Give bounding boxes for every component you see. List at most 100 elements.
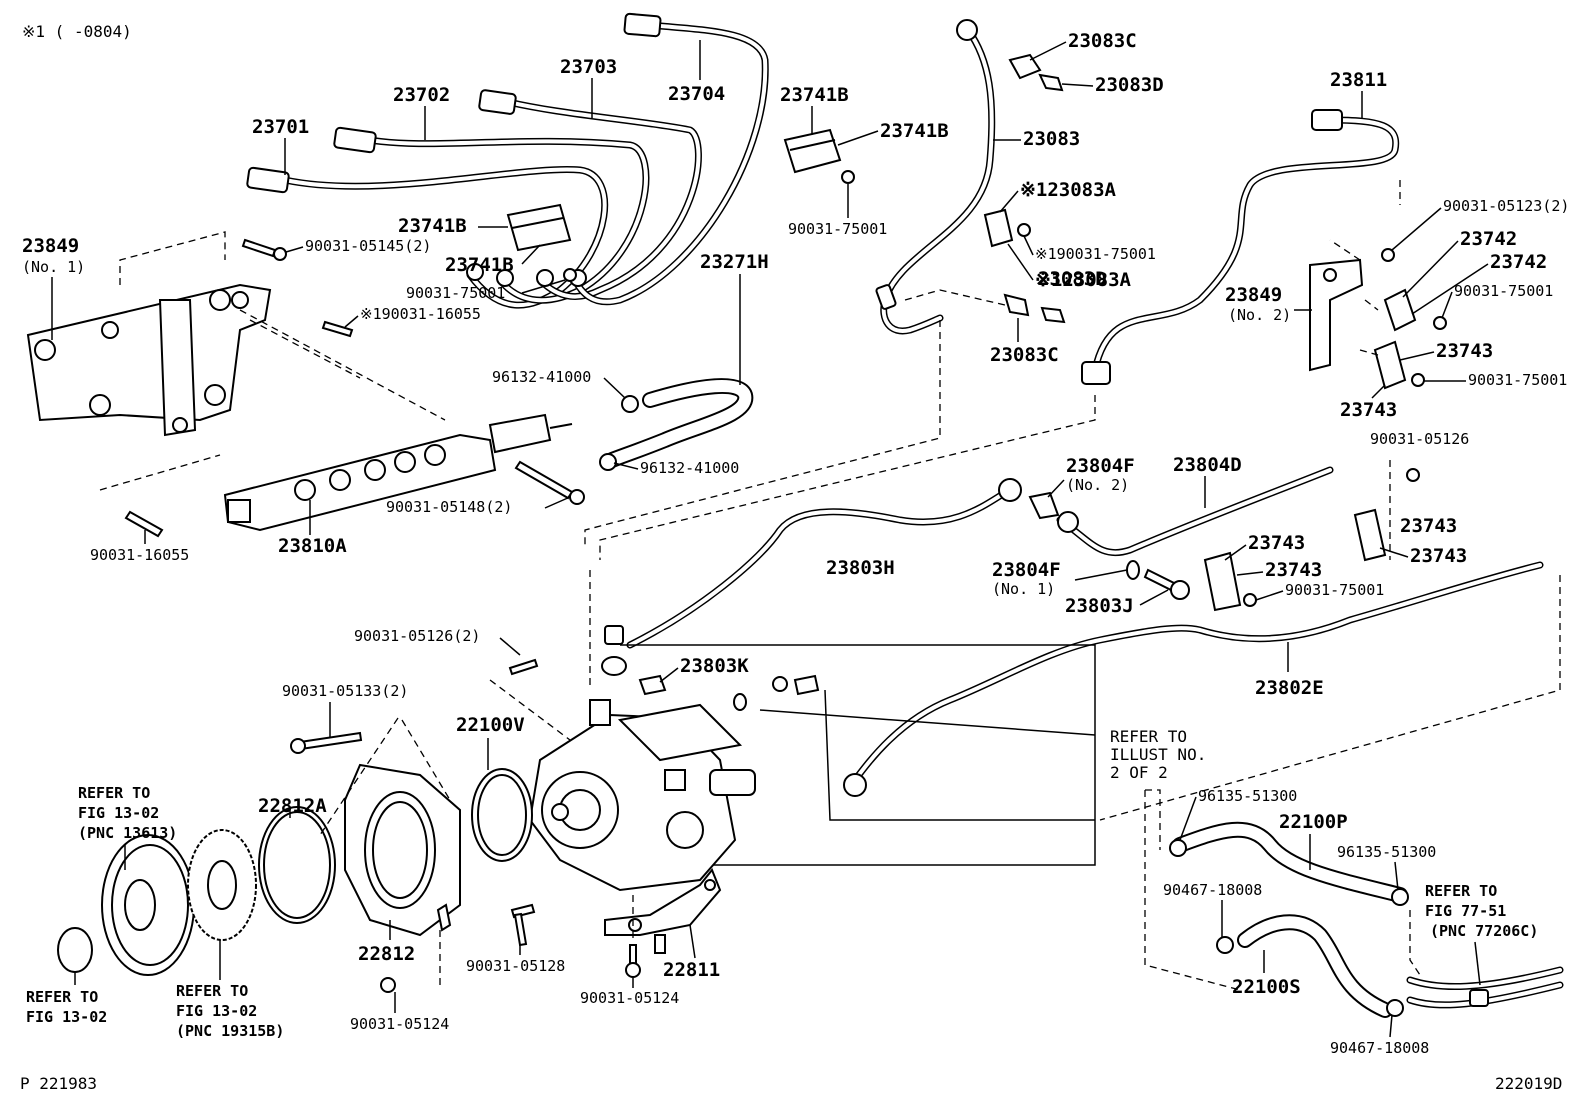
refer-fig77-line1: REFER TO <box>1425 882 1497 900</box>
label-22100s: 22100S <box>1232 976 1301 998</box>
label-23741b-b: 23741B <box>880 120 949 142</box>
label-23083c-b: 23083C <box>990 344 1059 366</box>
label-23804d: 23804D <box>1173 454 1242 476</box>
refer-fig77-line2: FIG 77-51 <box>1425 902 1506 920</box>
footer-left-code: P 221983 <box>20 1074 97 1093</box>
label-23083: 23083 <box>1023 128 1080 150</box>
label-90031-75001-d: 90031-75001 <box>1454 282 1553 300</box>
label-23849-no1: 23849 <box>22 235 79 257</box>
label-23742-b: 23742 <box>1490 251 1547 273</box>
label-90031-05148: 90031-05148(2) <box>386 498 512 516</box>
label-90031-05128: 90031-05128 <box>466 957 565 975</box>
hose-22100p <box>1172 821 1408 903</box>
label-23743-f: 23743 <box>1265 559 1322 581</box>
label-90031-05126-a: 90031-05126 <box>1370 430 1469 448</box>
label-22100v: 22100V <box>456 714 525 736</box>
label-90031-05124-a: 90031-05124 <box>350 1015 449 1033</box>
bracket-22811 <box>604 868 722 954</box>
label-23704: 23704 <box>668 83 725 105</box>
bracket-23849-no1 <box>26 283 272 437</box>
adapter-22812 <box>344 763 461 937</box>
pipe-23804d <box>1056 466 1334 557</box>
label-23741b-d: 23741B <box>445 254 514 276</box>
label-22812a: 22812A <box>258 795 327 817</box>
label-23802e: 23802E <box>1255 677 1324 699</box>
label-22811: 22811 <box>663 959 720 981</box>
label-90031-05124-b: 90031-05124 <box>580 989 679 1007</box>
label-23083a-b: ※123083A <box>1035 269 1132 291</box>
footer-right-code: 222019D <box>1495 1074 1562 1093</box>
refer-fig13-a-line2: FIG 13-02 <box>26 1008 107 1026</box>
label-90031-05145: 90031-05145(2) <box>305 237 431 255</box>
header-note: ※1 ( -0804) <box>22 22 132 41</box>
label-96132-41000-b: 96132-41000 <box>640 459 739 477</box>
clamp-23741b-lower <box>506 203 577 282</box>
label-23803k: 23803K <box>680 655 749 677</box>
gear-13613 <box>101 834 195 976</box>
label-90467-18008-a: 90467-18008 <box>1163 881 1262 899</box>
label-90031-75001-c: ※190031-75001 <box>1035 245 1156 263</box>
label-23083d-a: 23083D <box>1095 74 1164 96</box>
refer-fig13-19315-line1: REFER TO <box>176 982 248 1000</box>
label-23804f-no2: 23804F <box>1066 455 1135 477</box>
label-90031-16055-a: ※190031-16055 <box>360 305 481 323</box>
label-23741b-c: 23741B <box>398 215 467 237</box>
label-23804f-no2-sub: (No. 2) <box>1066 476 1129 494</box>
fuel-lines-77206c <box>1406 966 1564 1009</box>
label-90031-16055-b: 90031-16055 <box>90 546 189 564</box>
bracket-23849-no2 <box>1309 258 1364 372</box>
label-23743-e: 23743 <box>1248 532 1305 554</box>
label-90031-75001-e: 90031-75001 <box>1468 371 1567 389</box>
label-96135-51300-b: 96135-51300 <box>1337 843 1436 861</box>
label-23743-a: 23743 <box>1436 340 1493 362</box>
label-22100p: 22100P <box>1279 811 1348 833</box>
label-22812: 22812 <box>358 943 415 965</box>
label-23849-no2: 23849 <box>1225 284 1282 306</box>
label-90031-05126-b: 90031-05126(2) <box>354 627 480 645</box>
label-23703: 23703 <box>560 56 617 78</box>
common-rail-23810a <box>223 413 573 532</box>
label-23083d-b: 23083D <box>1038 268 1107 290</box>
pipe-23811 <box>1081 109 1400 385</box>
label-90031-75001-a: 90031-75001 <box>788 220 887 238</box>
refer-fig13-13613-line1: REFER TO <box>78 784 150 802</box>
label-96132-41000-a: 96132-41000 <box>492 368 591 386</box>
label-90031-75001-f: 90031-75001 <box>1285 581 1384 599</box>
label-23743-b: 23743 <box>1340 399 1397 421</box>
label-90031-05133: 90031-05133(2) <box>282 682 408 700</box>
refer-illust-line2: ILLUST NO. <box>1110 745 1206 764</box>
label-23803h: 23803H <box>826 557 895 579</box>
refer-illust-line1: REFER TO <box>1110 727 1187 746</box>
refer-fig13-19315-line2: FIG 13-02 <box>176 1002 257 1020</box>
refer-illust-line3: 2 OF 2 <box>1110 763 1168 782</box>
label-23741b-a: 23741B <box>780 84 849 106</box>
label-23083a-a: ※123083A <box>1020 179 1117 201</box>
supply-pump <box>528 699 756 892</box>
pipe-23803h <box>626 478 1022 649</box>
clamp-23741b-upper <box>783 128 855 184</box>
label-23271h: 23271H <box>700 251 769 273</box>
hose-22100s <box>1237 914 1393 1018</box>
label-23743-d: 23743 <box>1410 545 1467 567</box>
label-23811: 23811 <box>1330 69 1387 91</box>
label-23702: 23702 <box>393 84 450 106</box>
label-23849-no2-sub: (No. 2) <box>1228 306 1291 324</box>
label-23742-a: 23742 <box>1460 228 1517 250</box>
label-23804f-no1: 23804F <box>992 559 1061 581</box>
label-23803j: 23803J <box>1065 595 1134 617</box>
refer-fig13-a-line1: REFER TO <box>26 988 98 1006</box>
label-90467-18008-b: 90467-18008 <box>1330 1039 1429 1057</box>
refer-fig13-13613-line3: (PNC 13613) <box>78 824 177 842</box>
label-23849-no1-sub: (No. 1) <box>22 258 85 276</box>
label-23810a: 23810A <box>278 535 347 557</box>
label-23083c-a: 23083C <box>1068 30 1137 52</box>
label-23701: 23701 <box>252 116 309 138</box>
clamp-23083a <box>983 208 1031 248</box>
gear-19315b <box>187 829 257 941</box>
hose-23271h <box>604 378 754 468</box>
label-90031-75001-b: 90031-75001 <box>406 284 505 302</box>
label-23804f-no1-sub: (No. 1) <box>992 580 1055 598</box>
refer-fig13-13613-line2: FIG 13-02 <box>78 804 159 822</box>
refer-fig13-19315-line3: (PNC 19315B) <box>176 1022 284 1040</box>
